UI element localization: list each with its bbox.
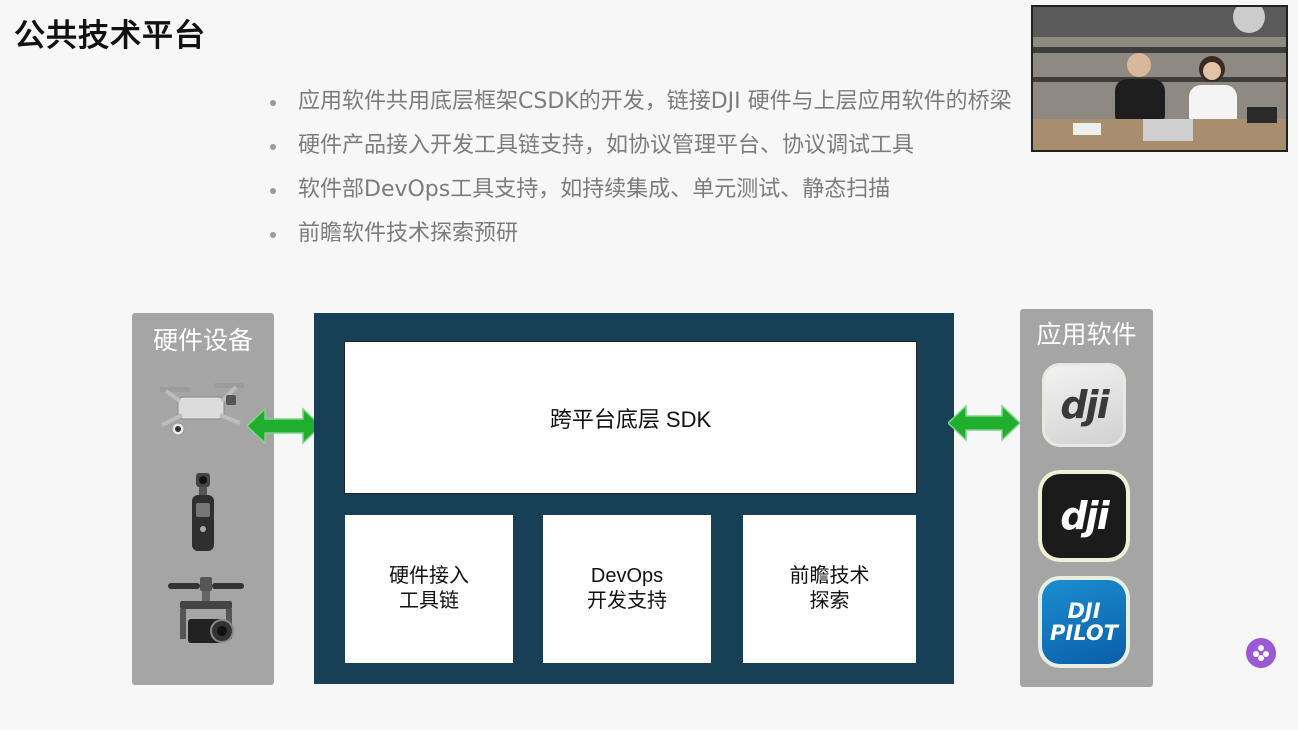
dji-go4-app-icon: dji bbox=[1042, 363, 1126, 447]
handheld-gimbal-icon bbox=[186, 473, 222, 557]
hardware-panel: 硬件设备 bbox=[132, 313, 274, 685]
hardware-panel-title: 硬件设备 bbox=[152, 326, 253, 355]
module-label-line2: 探索 bbox=[809, 590, 850, 612]
pilot-logo-line1: DJI bbox=[1067, 599, 1101, 623]
app-panel-title: 应用软件 bbox=[1036, 320, 1137, 349]
module-label-line1: DevOps bbox=[590, 565, 664, 587]
bullet-item: 前瞻软件技术探索预研 bbox=[270, 216, 1012, 260]
module-label-line1: 前瞻技术 bbox=[789, 565, 870, 587]
module-label-line1: 硬件接入 bbox=[389, 565, 469, 587]
presenter-webcam-feed bbox=[1031, 5, 1288, 152]
dji-logo-text: dji bbox=[1060, 383, 1109, 427]
module-hardware-toolchain: 硬件接入 工具链 bbox=[345, 515, 513, 663]
cross-platform-sdk-box: 跨平台底层 SDK bbox=[344, 341, 917, 494]
bullet-item: 应用软件共用底层框架CSDK的开发，链接DJI 硬件与上层应用软件的桥梁 bbox=[270, 84, 1012, 128]
bullet-list: 应用软件共用底层框架CSDK的开发，链接DJI 硬件与上层应用软件的桥梁 硬件产… bbox=[270, 84, 1012, 260]
bullet-item: 软件部DevOps工具支持，如持续集成、单元测试、静态扫描 bbox=[270, 172, 1012, 216]
module-label-line2: 工具链 bbox=[399, 590, 459, 612]
camera-gimbal-icon bbox=[166, 575, 246, 655]
dji-go-app-icon: dji bbox=[1042, 474, 1126, 558]
bidirectional-arrow-right bbox=[946, 404, 1022, 446]
app-panel: 应用软件 dji dji DJI PILOT bbox=[1020, 309, 1153, 687]
module-label-line2: 开发支持 bbox=[587, 590, 667, 612]
page-title: 公共技术平台 bbox=[14, 18, 206, 54]
platform-container: 跨平台底层 SDK 硬件接入 工具链 DevOps 开发支持 前瞻技术 探索 bbox=[314, 313, 954, 684]
pilot-logo-line2: PILOT bbox=[1049, 621, 1118, 645]
drone-icon bbox=[156, 375, 248, 445]
bidirectional-arrow-left bbox=[245, 407, 323, 449]
floating-assistant-icon[interactable] bbox=[1246, 638, 1276, 668]
module-devops-support: DevOps 开发支持 bbox=[543, 515, 711, 663]
module-frontier-research: 前瞻技术 探索 bbox=[743, 515, 916, 663]
dji-pilot-app-icon: DJI PILOT bbox=[1042, 580, 1126, 664]
dji-logo-text: dji bbox=[1060, 494, 1109, 538]
bullet-item: 硬件产品接入开发工具链支持，如协议管理平台、协议调试工具 bbox=[270, 128, 1012, 172]
